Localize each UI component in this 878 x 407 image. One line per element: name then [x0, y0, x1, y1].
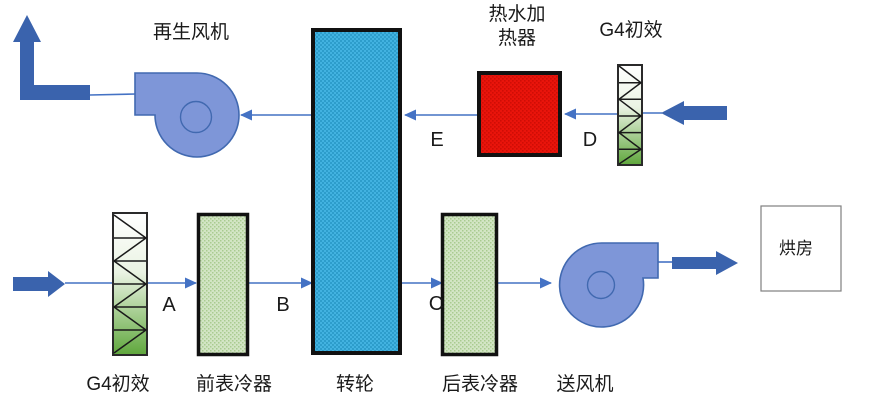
arrowhead-into-precooler	[185, 277, 197, 289]
post-cooler-label: 后表冷器	[442, 373, 518, 395]
bottom-g4-filter-mesh	[112, 214, 148, 354]
flow-point-c: C	[429, 293, 443, 315]
top-inlet-arrow	[661, 101, 727, 125]
top-g4-filter	[617, 64, 643, 166]
regen-fan-label: 再生风机	[153, 21, 229, 43]
heater-label-line1: 热水加	[488, 3, 545, 25]
arrowhead-into-wheel-bottom	[301, 277, 313, 289]
bottom-g4-filter	[112, 212, 148, 356]
drying-room-label: 烘房	[779, 239, 813, 258]
flow-point-b: B	[276, 294, 289, 316]
supply-fan-body	[558, 242, 659, 328]
heater-label-line2: 热器	[498, 27, 536, 49]
outlet-to-room-arrow	[672, 251, 738, 275]
bottom-inlet-arrow	[13, 271, 65, 297]
flow-point-e: E	[430, 129, 443, 151]
flow-arrowheads	[185, 108, 576, 289]
flow-point-a: A	[162, 294, 176, 316]
supply-fan	[558, 242, 659, 328]
top-g4-filter-mesh	[617, 65, 643, 165]
supply-fan-hub	[586, 270, 616, 300]
block-arrows	[13, 15, 738, 297]
arrowhead-into-heater	[564, 108, 576, 120]
regen-fan-hub	[179, 100, 213, 134]
wheel-label: 转轮	[336, 373, 374, 395]
drying-room-box	[760, 205, 842, 292]
arrowhead-into-wheel-top	[404, 109, 416, 121]
post-surface-cooler	[440, 212, 499, 357]
top-g4-filter-box	[617, 64, 643, 166]
hot-water-heater	[477, 71, 562, 157]
exhaust-bent-arrow	[13, 15, 90, 100]
arrowhead-into-supply-fan	[540, 277, 552, 289]
arrowhead-into-regen-fan	[240, 109, 252, 121]
bottom-filter-label: G4初效	[86, 373, 149, 395]
line-exhaust-to-fan	[89, 93, 137, 96]
regen-fan-body	[134, 72, 240, 158]
arrowhead-into-postcooler	[431, 277, 443, 289]
pre-surface-cooler	[196, 212, 250, 357]
pre-cooler-label: 前表冷器	[196, 373, 272, 395]
top-filter-label: G4初效	[599, 19, 662, 41]
rotary-wheel	[311, 28, 402, 355]
flow-point-d: D	[583, 129, 597, 151]
supply-fan-label: 送风机	[556, 373, 613, 395]
regen-fan	[134, 72, 240, 158]
